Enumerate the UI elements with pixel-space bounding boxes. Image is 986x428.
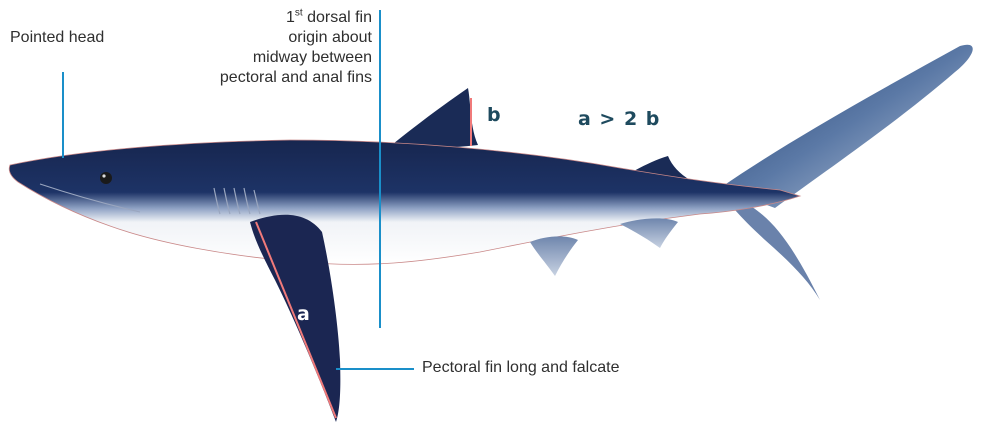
measure-b-label: b — [487, 104, 501, 126]
dorsal-label-ordinal: 1 — [286, 9, 295, 26]
pointed-head-label: Pointed head — [10, 28, 104, 48]
dorsal-label-text: dorsal fin — [303, 9, 372, 26]
dorsal-label-ordinal-suffix: st — [295, 8, 303, 19]
shark-eye — [100, 172, 112, 184]
first-dorsal-fin — [388, 88, 478, 150]
dorsal-label-line-1: 1st dorsal fin — [220, 8, 372, 28]
upper-tail-lobe — [720, 45, 973, 208]
dorsal-label-line-3: midway between — [220, 48, 372, 68]
dorsal-label-line-2: origin about — [220, 28, 372, 48]
ratio-formula: a > 2 b — [578, 108, 660, 130]
shark-eye-highlight — [102, 174, 105, 177]
shark-body — [9, 140, 800, 264]
pectoral-fin-label: Pectoral fin long and falcate — [422, 358, 619, 378]
dorsal-label-line-4: pectoral and anal fins — [220, 68, 372, 88]
measure-a-label: a — [297, 303, 310, 325]
lower-tail-lobe — [735, 200, 820, 300]
dorsal-fin-origin-label: 1st dorsal fin origin about midway betwe… — [220, 8, 372, 88]
anal-fin — [620, 218, 678, 248]
pelvic-fin — [530, 236, 578, 276]
